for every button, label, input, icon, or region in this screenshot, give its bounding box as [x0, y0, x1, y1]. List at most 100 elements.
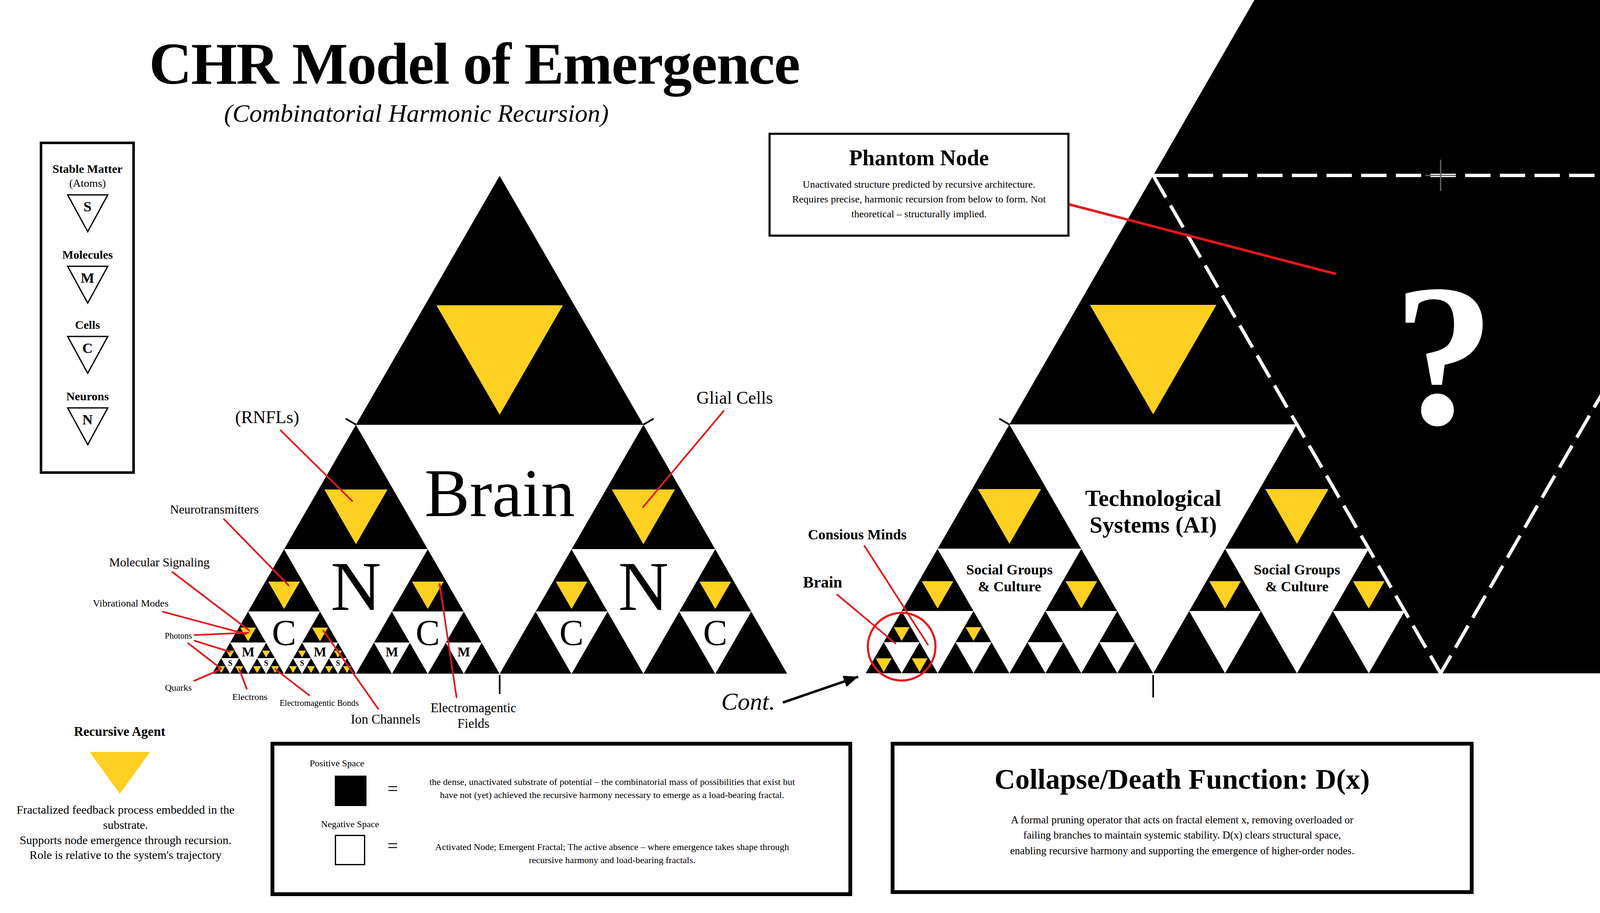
recursive-agent: [977, 489, 1042, 545]
node-label: Brain: [355, 459, 644, 528]
recursive-agent: [1209, 581, 1242, 609]
recursive-agent: [911, 658, 928, 673]
activated-node: [535, 611, 608, 674]
substrate-triangle: [865, 175, 1441, 674]
activated-node: [292, 658, 312, 674]
recursive-agent: [699, 581, 732, 610]
leader-line: [162, 611, 247, 635]
recursive-agent: [921, 581, 954, 609]
legend-key: CellsC: [45, 317, 130, 375]
legend-key: NeuronsN: [45, 389, 130, 446]
tick-mark: [999, 418, 1010, 425]
annotation-label-holder: Cont.: [721, 686, 775, 717]
recursive-agent: [1265, 489, 1329, 545]
annotation-label-holder: Brain: [803, 572, 843, 593]
annotation-label: Consious Minds: [807, 526, 907, 544]
activated-node: [1027, 642, 1064, 674]
leader-line: [280, 430, 353, 501]
emergent-node: C: [535, 611, 608, 674]
description-text: Fractalized feedback process embedded in…: [11, 802, 240, 833]
legend-key: MoleculesM: [45, 247, 130, 304]
triangle-outline: [679, 611, 752, 674]
annotation-label: Glial Cells: [696, 387, 774, 409]
key-heading: Neurons: [45, 389, 130, 404]
recursive-agent: [1065, 581, 1098, 609]
triangle-outline: [937, 548, 1082, 673]
emergent-node: S: [221, 658, 240, 674]
phantom-triangle: [1153, 0, 1600, 176]
triangle-outline: [257, 658, 276, 674]
recursive-agent: [270, 666, 279, 673]
emergent-node: M: [302, 642, 339, 674]
node-label: C: [248, 614, 320, 651]
node-label: S: [328, 659, 348, 668]
leader-line: [194, 640, 230, 652]
node-letter: M: [66, 270, 109, 286]
node-letter: S: [66, 199, 109, 214]
triangle-outline: [1225, 548, 1369, 673]
leader-line: [275, 669, 310, 696]
phantom-mark: ?: [1335, 253, 1553, 457]
activated-node: [328, 658, 348, 674]
annotation-label: Neurotransmitters: [169, 502, 259, 517]
annotation-label: Brain: [803, 572, 843, 593]
activated-node: [221, 658, 240, 674]
leader-line: [188, 643, 222, 669]
key-heading: Cells: [45, 317, 130, 333]
recursive-agent: [412, 581, 444, 610]
phantom-boundary: [1153, 173, 1600, 178]
activated-node: [679, 611, 752, 674]
leader-line: [864, 545, 928, 645]
legend-frame: [41, 142, 134, 473]
emergent-node: Brain: [355, 424, 644, 674]
recursive-agent: [324, 489, 388, 545]
node-label: S: [292, 659, 312, 668]
node-label: C: [679, 614, 752, 651]
annotation-label-holder: Electromagentic Fields: [430, 700, 517, 732]
tick-mark: [1152, 675, 1155, 698]
key-heading: Molecules: [45, 247, 130, 263]
connector-line: [1069, 204, 1336, 274]
legend-swatch: [89, 752, 151, 794]
triangle-outline: [445, 642, 482, 674]
recursive-agent: [289, 666, 298, 673]
leader-line: [172, 571, 250, 631]
activated-node: [937, 548, 1082, 674]
annotation-label: Cont.: [721, 686, 775, 717]
recursive-agent: [240, 627, 256, 642]
emergent-node: C: [391, 611, 464, 674]
phantom-node: ?: [1335, 253, 1553, 457]
node-label: N: [284, 551, 428, 622]
callout-box: Phantom NodeUnactivated structure predic…: [768, 132, 1070, 237]
node-label: Technological Systems (AI): [1085, 484, 1222, 539]
recursive-agent: [333, 650, 342, 658]
triangle-outline: [221, 658, 240, 674]
node-letter: C: [66, 341, 109, 356]
recursive-agent: [217, 666, 226, 673]
recursive-agent: [262, 650, 271, 658]
node-label: Social Groups & Culture: [962, 561, 1057, 595]
leader-line: [194, 669, 221, 682]
activated-node: [1099, 642, 1136, 674]
node-label: M: [230, 645, 267, 659]
annotation-label-holder: =: [387, 834, 399, 858]
annotation-label-holder: Photons: [164, 630, 192, 641]
activated-node: [1332, 611, 1405, 674]
recursive-agent: [555, 581, 588, 610]
emergent-node: C: [679, 611, 752, 674]
tick-mark: [345, 418, 356, 425]
recursive-agent: [298, 650, 307, 658]
annotation-label-holder: (RNFLs): [235, 406, 300, 428]
emergent-node: Social Groups & Culture: [937, 548, 1082, 673]
annotation-label-holder: Vibrational Modes: [92, 597, 169, 610]
activated-node: [1189, 611, 1261, 674]
activated-node: [955, 642, 992, 674]
leader-line: [239, 669, 247, 690]
annotation-label: =: [387, 777, 399, 801]
recursive-agent: [611, 489, 676, 545]
triangle-outline: [302, 642, 339, 674]
legend-text: Positive Space: [309, 757, 365, 769]
tick-mark: [1425, 175, 1456, 177]
recursive-agent: [875, 658, 892, 673]
annotation-label-holder: Electrons: [232, 691, 268, 703]
